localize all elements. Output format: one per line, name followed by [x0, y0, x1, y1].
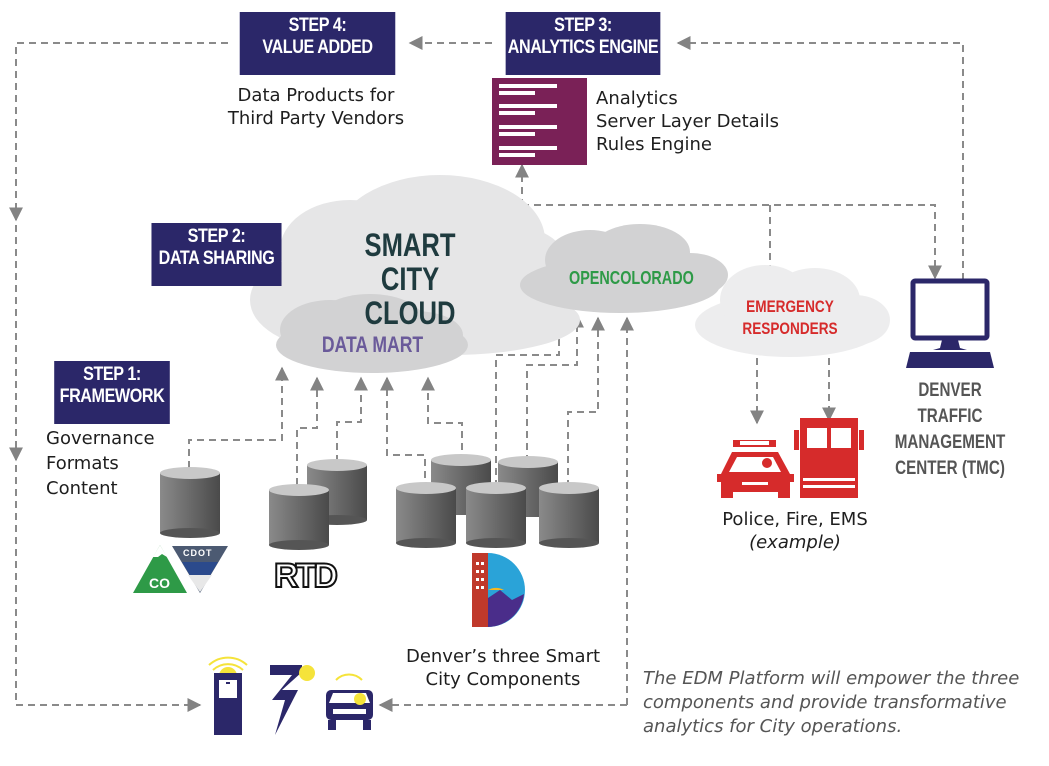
connected-car-icon — [326, 673, 373, 730]
step3-box: STEP 3: ANALYTICS ENGINE — [505, 12, 661, 75]
step1-description: Governance Formats Content — [46, 428, 155, 499]
data-mart-label: DATA MART — [321, 332, 424, 357]
step3-title: STEP 3: — [554, 15, 612, 36]
co-logo-text: CO — [149, 575, 170, 591]
rtd-database-icon — [269, 459, 367, 550]
denver-database-icon — [396, 454, 599, 548]
solar-energy-icon — [270, 665, 315, 735]
step1-title: STEP 1: — [83, 364, 141, 385]
step4-description: Data Products for Third Party Vendors — [227, 85, 405, 129]
denver-logo-icon — [472, 553, 525, 627]
smart-city-cloud-label: SMART CITY CLOUD — [364, 227, 456, 331]
smart-kiosk-icon — [208, 656, 248, 735]
step4-box: STEP 4: VALUE ADDED — [239, 12, 396, 75]
server-icon — [492, 78, 587, 165]
step2-box: STEP 2: DATA SHARING — [151, 223, 282, 286]
step1-box: STEP 1: FRAMEWORK — [54, 361, 170, 424]
step4-title: STEP 4: — [288, 15, 347, 36]
cdot-database-icon — [160, 467, 220, 538]
tmc-label: DENVER TRAFFIC MANAGEMENT CENTER (TMC) — [894, 380, 1006, 479]
open-colorado-cloud — [520, 224, 728, 313]
step2-title: STEP 2: — [187, 226, 246, 247]
emergency-cloud — [695, 265, 890, 357]
step2-subtitle: DATA SHARING — [158, 248, 275, 269]
cdot-logo-icon — [172, 546, 228, 593]
responders-label: Police, Fire, EMS (example) — [722, 509, 868, 553]
data-mart-cloud — [276, 294, 468, 373]
step3-description: Analytics Server Layer Details Rules Eng… — [596, 88, 780, 155]
monitor-icon — [906, 278, 994, 368]
open-colorado-label: OPENCOLORADO — [569, 268, 694, 288]
fire-truck-icon — [794, 418, 864, 498]
step4-subtitle: VALUE ADDED — [262, 37, 373, 58]
flow-left-to-devices — [15, 465, 202, 712]
edm-caption: The EDM Platform will empower the three … — [643, 668, 1020, 737]
flow-step4-to-left — [9, 42, 228, 222]
co-logo-icon — [133, 545, 187, 593]
emergency-responders-label: EMERGENCY RESPONDERS — [742, 297, 838, 338]
database-cylinders — [160, 454, 599, 550]
step1-subtitle: FRAMEWORK — [59, 386, 165, 407]
rtd-logo-text: RTD — [274, 557, 337, 595]
cdot-logo-text: CDOT — [183, 548, 213, 558]
flow-tmc-to-step3 — [676, 36, 964, 280]
police-car-icon — [717, 440, 794, 498]
step3-subtitle: ANALYTICS ENGINE — [507, 37, 659, 58]
components-label: Denver’s three Smart City Components — [405, 646, 601, 690]
